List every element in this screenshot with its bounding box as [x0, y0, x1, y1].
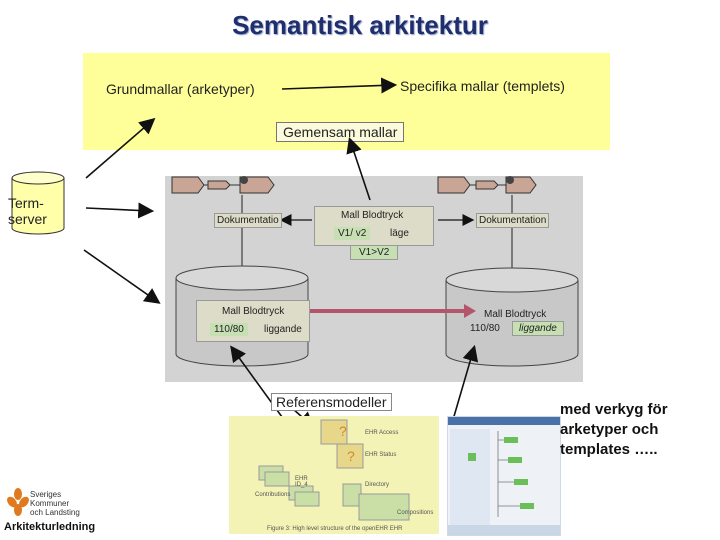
logo-line3: och Landsting: [30, 508, 80, 517]
termserver-cylinder: [11, 171, 65, 235]
tools-note-line3: templates …..: [560, 441, 658, 458]
termserver-to-top-arrow: [85, 117, 156, 179]
contributions-text: Contributions: [255, 492, 291, 498]
termserver-to-mid-arrow: [85, 202, 155, 219]
directory-text: Directory: [365, 482, 390, 488]
compositions-text: Compositions: [397, 510, 434, 516]
termserver-line2: server: [8, 211, 47, 227]
openehr-structure-image: ? ? EHR Access EHR Status Directory Cont…: [229, 416, 439, 534]
mall-to-gemensam-arrow: [346, 136, 371, 201]
db-left-title: Mall Blodtryck: [222, 306, 285, 317]
ehr-status-text: EHR Status: [365, 452, 397, 458]
tools-note-line2: arketyper och: [560, 421, 659, 438]
termserver-label: Term- server: [8, 195, 47, 227]
mall-blodtryck-v: V1/ v2: [334, 227, 371, 240]
workflow-left-icon: [171, 176, 275, 194]
db-right-pos: liggande: [512, 321, 564, 336]
tool-screenshot-graphic: [448, 417, 560, 535]
workflow-right-icon: [437, 176, 537, 194]
openehr-diagram: ? ?: [258, 419, 410, 521]
mall-blodtryck-v1v2: V1>V2: [350, 245, 399, 260]
referensmodeller-label: Referensmodeller: [271, 393, 392, 411]
tools-note: med verkyg för arketyper och templates ……: [560, 400, 668, 460]
svg-text:?: ?: [347, 448, 355, 464]
grund-to-specifika-arrow: [281, 77, 398, 94]
tools-note-line1: med verkyg för: [560, 401, 668, 418]
logo-line1: Sveriges: [30, 490, 62, 499]
db-right-title: Mall Blodtryck: [484, 309, 547, 320]
logo-text: Sveriges Kommuner och Landsting: [30, 490, 80, 517]
dokumentation-left: Dokumentatio: [214, 213, 282, 228]
mall-blodtryck-title: Mall Blodtryck: [341, 210, 404, 221]
database-left: [175, 265, 309, 367]
page-title: Semantisk arkitektur: [232, 10, 488, 40]
logo-footer: Arkitekturledning: [4, 521, 96, 533]
mall-blodtryck-lage: läge: [390, 228, 409, 239]
grundmallar-label: Grundmallar (arketyper): [106, 81, 255, 97]
gemensam-mallar-label: Gemensam mallar: [276, 122, 405, 142]
figure-caption: Figure 3: High level structure of the op…: [267, 526, 403, 532]
logo-line2: Kommuner: [30, 499, 70, 508]
svg-text:?: ?: [339, 423, 347, 439]
specifika-mallar-label: Specifika mallar (templets): [400, 78, 565, 94]
skl-logo-icon: [7, 488, 29, 516]
db-left-value: 110/80: [210, 323, 248, 336]
ehr-access-text: EHR Access: [365, 430, 399, 436]
termserver-to-db-arrow: [83, 249, 161, 304]
db-right-value: 110/80: [470, 323, 500, 334]
db-left-pos: liggande: [264, 324, 302, 335]
tool-screenshot-image: [447, 416, 561, 536]
dokumentation-right: Dokumentation: [476, 213, 550, 228]
ehr-id-text: EHR ID_4: [295, 476, 308, 488]
termserver-line1: Term-: [8, 195, 44, 211]
